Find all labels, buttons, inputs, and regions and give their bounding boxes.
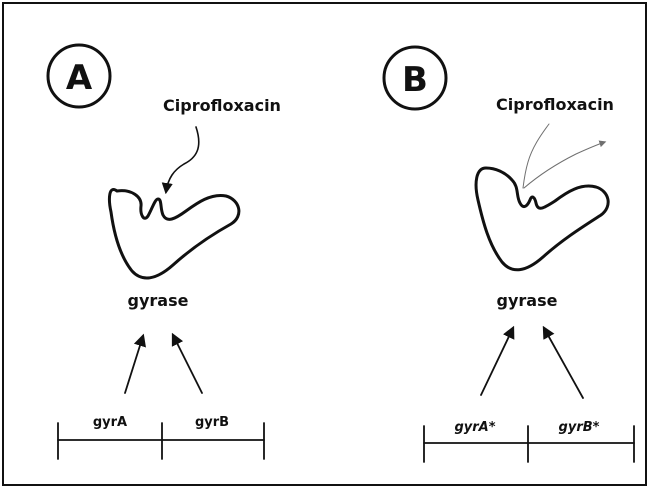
panel-b-gene1-arrow [481,328,513,395]
figure-border [3,3,646,485]
panel-b-enzyme-label: gyrase [497,291,558,310]
panel-b-label: B [402,60,428,100]
panel-a-gene1-arrow [125,336,143,393]
panel-b-drug-label: Ciprofloxacin [496,95,614,114]
panel-b-gene1-label: gyrA* [454,420,495,435]
panel-a-gyrase-shape [109,189,238,277]
panel-a-label: A [66,58,93,98]
panel-a-gene2-label: gyrB [195,415,229,430]
panel-b-gyrase-shape [476,168,608,270]
panel-b-gene2-label: gyrB* [559,420,600,435]
panel-b-gene2-arrow [544,328,583,398]
panel-a-gene1-label: gyrA [93,415,127,430]
panel-a-gene2-arrow [173,335,202,393]
panel-b-drug-arrow-out [524,142,605,188]
panel-a-drug-arrow [166,127,199,192]
panel-a-drug-label: Ciprofloxacin [163,96,281,115]
panel-b: B Ciprofloxacin gyrase gyrA* gyrB* [384,47,634,462]
panel-a: A Ciprofloxacin gyrase gyrA gyrB [48,45,281,459]
panel-a-enzyme-label: gyrase [128,291,189,310]
